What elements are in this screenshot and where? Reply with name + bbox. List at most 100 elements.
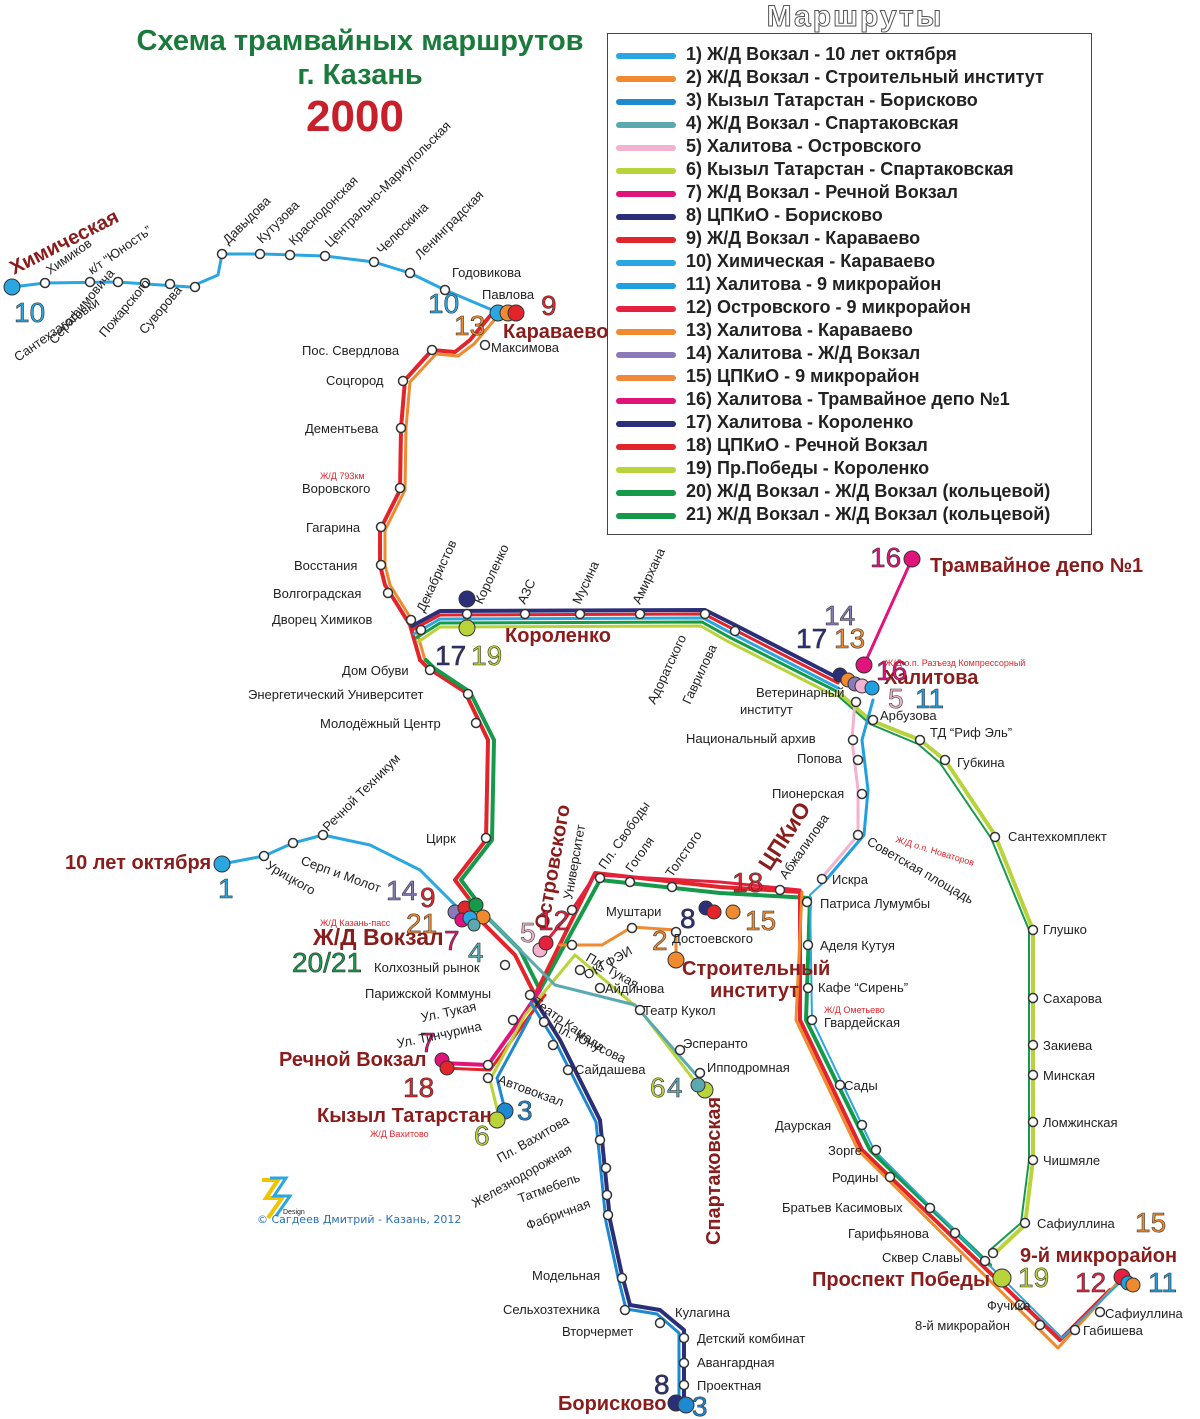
stop-dot[interactable] <box>602 1209 614 1221</box>
terminal-borisk-3[interactable] <box>677 1396 695 1414</box>
terminal-rechnoy-18[interactable] <box>439 1060 455 1076</box>
stop-dot[interactable] <box>1027 1154 1039 1166</box>
stop-dot[interactable] <box>404 267 416 279</box>
stop-dot[interactable] <box>382 587 394 599</box>
stop-dot[interactable] <box>394 482 406 494</box>
stop-dot[interactable] <box>1019 1217 1031 1229</box>
stop-dot[interactable] <box>806 1014 818 1026</box>
stop-dot[interactable] <box>319 250 331 262</box>
stop-dot[interactable] <box>375 521 387 533</box>
stop-dot[interactable] <box>850 696 862 708</box>
terminal-cpkio-18[interactable] <box>706 904 722 920</box>
stop-dot[interactable] <box>258 850 270 862</box>
terminal-depo[interactable] <box>903 550 921 568</box>
stop-dot[interactable] <box>139 277 151 289</box>
stop-dot[interactable] <box>870 1144 882 1156</box>
stop-dot[interactable] <box>802 939 814 951</box>
terminal-korolenko-19[interactable] <box>458 619 476 637</box>
stop-dot[interactable] <box>254 248 266 260</box>
stop-dot[interactable] <box>1027 924 1039 936</box>
terminal-10-okt[interactable] <box>213 855 231 873</box>
stop-dot[interactable] <box>924 1202 936 1214</box>
stop-dot[interactable] <box>461 608 473 620</box>
stop-dot[interactable] <box>670 926 682 938</box>
stop-dot[interactable] <box>562 1064 574 1076</box>
stop-dot[interactable] <box>674 1044 686 1056</box>
stop-dot[interactable] <box>284 249 296 261</box>
terminal-karavaevo-9[interactable] <box>507 304 525 322</box>
terminal-spartak-4[interactable] <box>690 1077 706 1093</box>
stop-dot[interactable] <box>538 1016 550 1028</box>
stop-dot[interactable] <box>914 734 926 746</box>
stop-dot[interactable] <box>699 608 711 620</box>
stop-dot[interactable] <box>884 1171 896 1183</box>
stop-dot[interactable] <box>482 1072 494 1084</box>
stop-dot[interactable] <box>594 982 606 994</box>
stop-dot[interactable] <box>856 1119 868 1131</box>
terminal-pr-pobedy[interactable] <box>992 1268 1012 1288</box>
terminal-vokzal-4[interactable] <box>467 918 481 932</box>
stop-dot[interactable] <box>462 688 474 700</box>
stop-dot[interactable] <box>479 339 491 351</box>
terminal-ostrovskogo-12[interactable] <box>538 935 554 951</box>
stop-dot[interactable] <box>654 1317 666 1329</box>
stop-dot[interactable] <box>375 559 387 571</box>
stop-dot[interactable] <box>634 608 646 620</box>
stop-dot[interactable] <box>566 939 578 951</box>
stop-dot[interactable] <box>619 1304 631 1316</box>
stop-dot[interactable] <box>397 375 409 387</box>
stop-dot[interactable] <box>574 608 586 620</box>
stop-dot[interactable] <box>949 1227 961 1239</box>
stop-dot[interactable] <box>368 256 380 268</box>
terminal-vokzal-20[interactable] <box>468 897 484 913</box>
stop-dot[interactable] <box>847 734 859 746</box>
stop-dot[interactable] <box>1094 1306 1106 1318</box>
stop-dot[interactable] <box>616 1272 628 1284</box>
stop-dot[interactable] <box>987 1247 999 1259</box>
stop-dot[interactable] <box>499 959 511 971</box>
stop-dot[interactable] <box>1014 1299 1026 1311</box>
stop-dot[interactable] <box>480 832 492 844</box>
stop-dot[interactable] <box>989 831 1001 843</box>
stop-dot[interactable] <box>574 964 586 976</box>
stop-dot[interactable] <box>470 717 482 729</box>
stop-dot[interactable] <box>634 1004 646 1016</box>
stop-dot[interactable] <box>439 284 451 296</box>
stop-dot[interactable] <box>482 1059 494 1071</box>
stop-dot[interactable] <box>507 1014 519 1026</box>
stop-dot[interactable] <box>216 248 228 260</box>
stop-dot[interactable] <box>112 276 124 288</box>
stop-dot[interactable] <box>867 714 879 726</box>
stop-dot[interactable] <box>678 1332 690 1344</box>
stop-dot[interactable] <box>1069 1324 1081 1336</box>
stop-dot[interactable] <box>678 1357 690 1369</box>
terminal-stroit-2[interactable] <box>667 951 685 969</box>
stop-dot[interactable] <box>1034 1319 1046 1331</box>
stop-dot[interactable] <box>317 829 329 841</box>
terminal-cpkio-15[interactable] <box>725 904 741 920</box>
stop-dot[interactable] <box>666 881 678 893</box>
stop-dot[interactable] <box>39 277 51 289</box>
stop-dot[interactable] <box>601 1189 613 1201</box>
terminal-khalitova-11[interactable] <box>864 680 880 696</box>
stop-dot[interactable] <box>624 876 636 888</box>
stop-dot[interactable] <box>852 754 864 766</box>
stop-dot[interactable] <box>189 281 201 293</box>
stop-dot[interactable] <box>694 1067 706 1079</box>
stop-dot[interactable] <box>852 829 864 841</box>
stop-dot[interactable] <box>547 1039 559 1051</box>
stop-dot[interactable] <box>816 873 828 885</box>
stop-dot[interactable] <box>424 664 436 676</box>
stop-dot[interactable] <box>405 614 417 626</box>
stop-dot[interactable] <box>801 896 813 908</box>
terminal-himicheskaya[interactable] <box>3 278 21 296</box>
stop-dot[interactable] <box>626 922 638 934</box>
stop-dot[interactable] <box>600 1162 612 1174</box>
stop-dot[interactable] <box>84 276 96 288</box>
terminal-korolenko-17[interactable] <box>458 590 476 608</box>
stop-dot[interactable] <box>774 884 786 896</box>
stop-dot[interactable] <box>802 982 814 994</box>
terminal-9mkr-15[interactable] <box>1125 1277 1141 1293</box>
stop-dot[interactable] <box>594 872 606 884</box>
stop-dot[interactable] <box>678 1379 690 1391</box>
